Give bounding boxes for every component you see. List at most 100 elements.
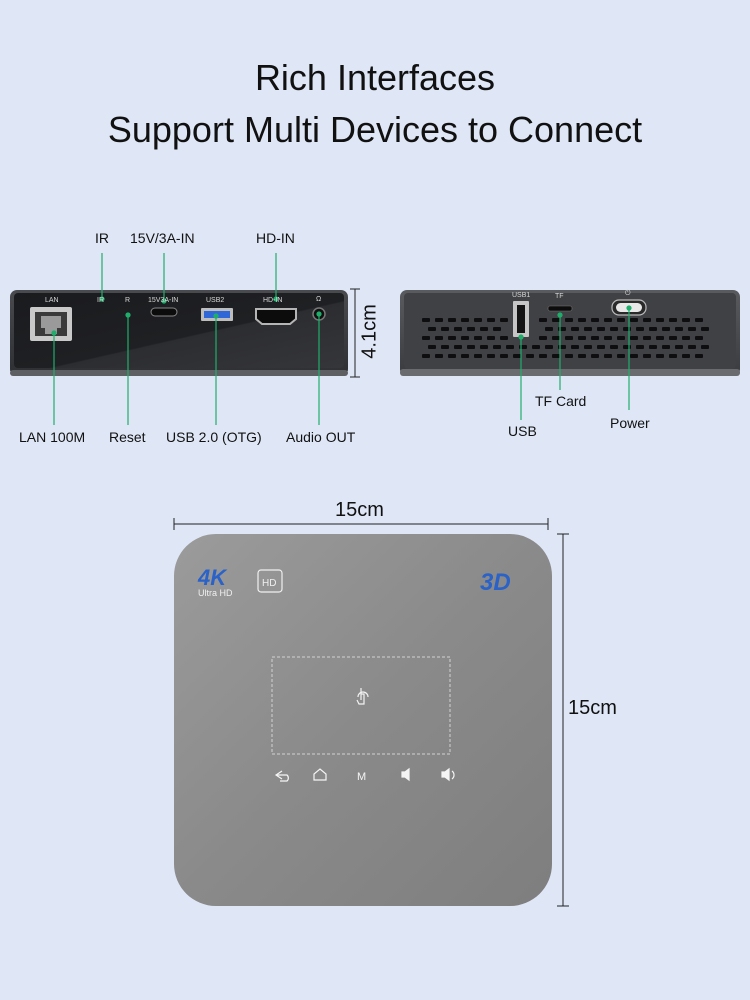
vent-slot (591, 318, 599, 322)
printed-lan-label: LAN (45, 297, 59, 304)
headline-line-2: Support Multi Devices to Connect (107, 109, 643, 150)
touch-icon (356, 688, 369, 705)
vent-slot (519, 345, 527, 349)
vent-slot (643, 336, 651, 340)
vent-slot (623, 345, 631, 349)
vent-slot (636, 345, 644, 349)
vent-slot (461, 318, 469, 322)
vent-slot (493, 345, 501, 349)
vent-slot (493, 327, 501, 331)
volume-down-icon (401, 767, 410, 782)
vent-slot (669, 318, 677, 322)
vent-slot (688, 345, 696, 349)
vent-slot (610, 327, 618, 331)
vent-slot (591, 336, 599, 340)
vent-slot (565, 336, 573, 340)
vent-slot (584, 345, 592, 349)
vent-slot (604, 354, 612, 358)
ir-label: IR (95, 230, 109, 246)
back-icon (274, 770, 289, 782)
device-top-surface (174, 534, 552, 906)
vent-slot (675, 327, 683, 331)
vent-slot (565, 318, 573, 322)
vent-slot (643, 318, 651, 322)
tf-slot (547, 305, 573, 312)
vent-slot (688, 327, 696, 331)
vent-slot (545, 327, 553, 331)
width-dimension-label: 15cm (335, 499, 384, 521)
vent-slot (584, 327, 592, 331)
vent-slot (428, 327, 436, 331)
vent-slot (506, 345, 514, 349)
vent-slot (656, 336, 664, 340)
vent-slot (597, 327, 605, 331)
printed-usb-label: USB2 (206, 297, 225, 304)
vent-slot (422, 354, 430, 358)
vent-slot (539, 354, 547, 358)
vent-slot (428, 345, 436, 349)
printed-ir-label: IR (97, 297, 104, 304)
home-icon (313, 768, 327, 781)
vent-slot (669, 336, 677, 340)
vent-slot (649, 327, 657, 331)
vent-slot (441, 327, 449, 331)
vent-slot (695, 318, 703, 322)
vent-slot (435, 336, 443, 340)
depth-dimension-label: 15cm (568, 697, 617, 719)
vent-slot (643, 354, 651, 358)
usb-otg-label: USB 2.0 (OTG) (166, 429, 262, 445)
printed-tf-label: TF (555, 293, 564, 300)
volume-up-icon (441, 767, 450, 782)
vent-slot (597, 345, 605, 349)
vent-slot (571, 345, 579, 349)
printed-usb1-label: USB1 (512, 292, 531, 299)
vent-slot (513, 354, 521, 358)
printed-hd-in-label: HD-IN (263, 297, 283, 304)
vent-slot (422, 336, 430, 340)
vent-slot (656, 354, 664, 358)
vent-slot (675, 345, 683, 349)
vent-slot (552, 318, 560, 322)
vent-slot (448, 336, 456, 340)
vent-slot (591, 354, 599, 358)
printed-power-symbol: ⏻ (625, 290, 631, 297)
usb-label: USB (508, 423, 537, 439)
vent-slot (558, 345, 566, 349)
headline-line-1: Rich Interfaces (254, 57, 496, 98)
vent-slot (623, 327, 631, 331)
vent-slot (487, 336, 495, 340)
hd-in-label: HD-IN (256, 230, 295, 246)
vent-slot (552, 354, 560, 358)
reset-label: Reset (109, 429, 146, 445)
height-dimension-label: 4.1cm (358, 304, 381, 359)
vent-slot (500, 354, 508, 358)
vent-slot (454, 327, 462, 331)
vent-slot (662, 345, 670, 349)
vent-grille (422, 318, 709, 358)
vent-slot (532, 345, 540, 349)
side-panel-view: USB1 TF ⏻ USB TF Card Power (390, 280, 750, 450)
vent-slot (682, 318, 690, 322)
vent-slot (480, 327, 488, 331)
top-view: 4K Ultra HD HD 3D M 15cm 15cm (160, 490, 640, 920)
vent-slot (422, 318, 430, 322)
vent-slot (552, 336, 560, 340)
printed-power-in-label: 15V3A-IN (148, 297, 179, 304)
vent-slot (441, 345, 449, 349)
vent-slot (448, 354, 456, 358)
power-in-label: 15V/3A-IN (130, 230, 195, 246)
audio-out-label: Audio OUT (286, 429, 356, 445)
menu-m-button: M (357, 771, 366, 783)
vent-slot (578, 318, 586, 322)
vent-slot (467, 345, 475, 349)
vent-slot (682, 354, 690, 358)
vent-slot (467, 327, 475, 331)
hd-in-port (255, 308, 297, 325)
power-in-port (150, 307, 178, 317)
vent-slot (454, 345, 462, 349)
vent-slot (474, 354, 482, 358)
vent-slot (630, 318, 638, 322)
vent-slot (617, 336, 625, 340)
vent-slot (558, 327, 566, 331)
vent-slot (500, 336, 508, 340)
